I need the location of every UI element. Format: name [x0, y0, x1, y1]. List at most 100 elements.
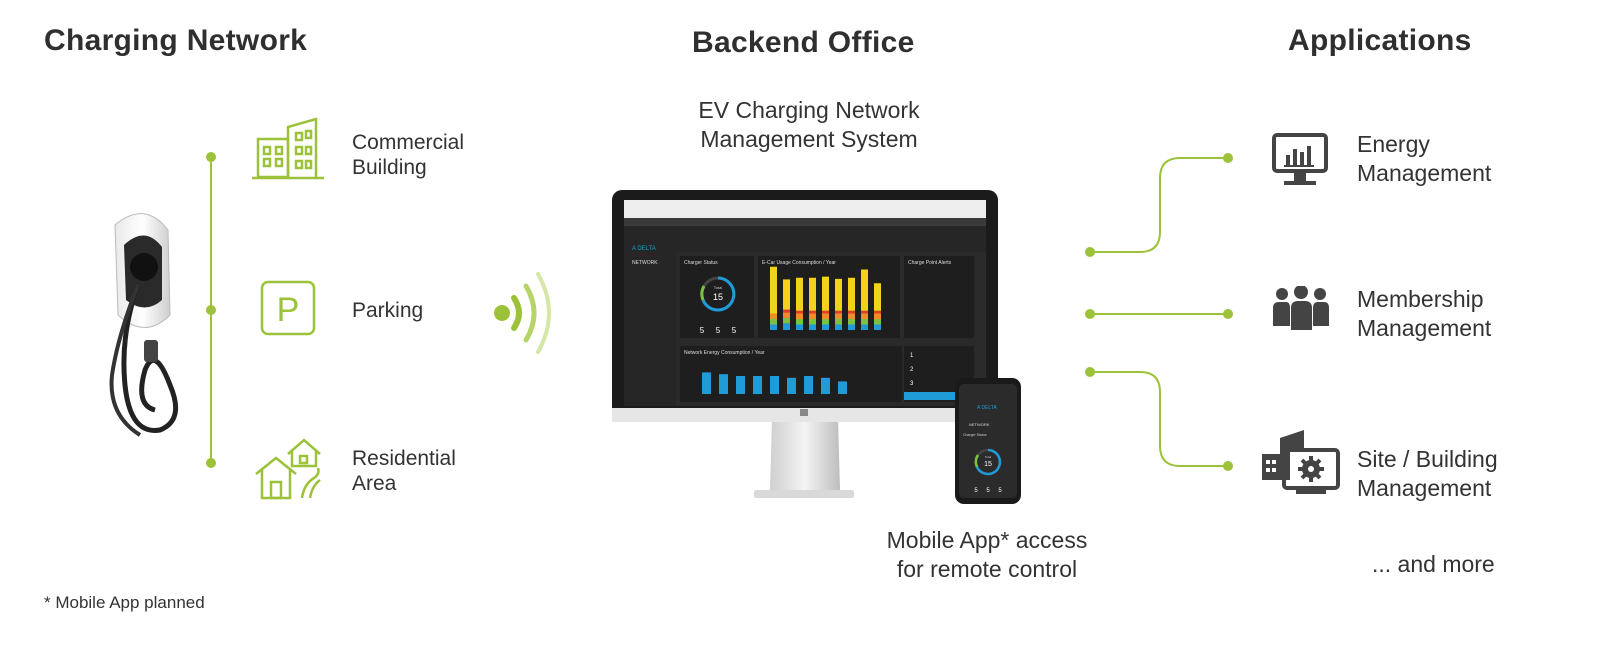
- energy-bar: [719, 374, 728, 394]
- usage-bar-segment: [874, 313, 881, 319]
- system-line2: Management System: [700, 126, 918, 152]
- usage-bar-segment: [874, 319, 881, 325]
- usage-bar-segment: [809, 324, 816, 330]
- usage-bar-segment: [861, 269, 868, 311]
- membership-management-label: Membership Management: [1357, 285, 1491, 343]
- commercial-line2: Building: [352, 156, 427, 179]
- usage-bar-segment: [835, 313, 842, 319]
- usage-bar-segment: [770, 324, 777, 330]
- charging-network-heading: Charging Network: [44, 24, 308, 57]
- energy-bar: [770, 376, 779, 394]
- energy-management-label: Energy Management: [1357, 130, 1491, 188]
- mobile-total-label: Total: [985, 455, 992, 459]
- applications-heading: Applications: [1288, 24, 1472, 57]
- usage-bar-segment: [796, 319, 803, 325]
- usage-bar-segment: [874, 324, 881, 330]
- usage-bar-segment: [822, 313, 829, 319]
- usage-bar-segment: [809, 310, 816, 314]
- usage-bar-segment: [848, 313, 855, 319]
- energy-bar: [736, 376, 745, 394]
- usage-bar-segment: [835, 278, 842, 311]
- mobile-status-title: Charger Status: [963, 433, 987, 437]
- usage-bar-segment: [770, 266, 777, 314]
- charging-network-connector: [206, 152, 216, 468]
- usage-bar-segment: [783, 312, 790, 318]
- usage-bar-segment: [809, 319, 816, 325]
- wireless-signal-icon: [494, 272, 551, 354]
- mobile-app-label: Mobile App* access for remote control: [862, 526, 1112, 584]
- energy-bar: [787, 377, 796, 394]
- management-system-label: EV Charging Network Management System: [660, 96, 958, 154]
- residential-line1: Residential: [352, 447, 456, 470]
- usage-bar-chart: [770, 266, 881, 330]
- svg-text:P: P: [277, 291, 300, 329]
- charger-status-title: Charger Status: [684, 260, 718, 266]
- usage-bar-segment: [796, 310, 803, 314]
- energy-bar: [702, 372, 711, 394]
- usage-bar-segment: [835, 310, 842, 314]
- energy-line1: Energy: [1357, 131, 1430, 157]
- usage-bar-segment: [861, 324, 868, 330]
- energy-bar: [821, 377, 830, 394]
- usage-bar-segment: [783, 323, 790, 330]
- usage-bar-segment: [848, 277, 855, 311]
- status-count-0: 5: [700, 326, 705, 335]
- energy-title: Network Energy Consumption / Year: [684, 350, 765, 356]
- usage-bar-segment: [861, 313, 868, 319]
- site-line2: Management: [1357, 475, 1492, 501]
- status-count-2: 5: [732, 326, 737, 335]
- mobile-total-value: 15: [984, 461, 992, 468]
- alerts-title: Charge Point Alerts: [908, 260, 952, 266]
- commercial-building-icon: [252, 117, 324, 180]
- usage-bar-segment: [835, 319, 842, 325]
- energy-bar: [753, 376, 762, 394]
- usage-bar-segment: [861, 310, 868, 314]
- usage-bar-segment: [848, 310, 855, 314]
- usage-bar-segment: [809, 313, 816, 319]
- dashboard-nav-title: NETWORK: [632, 260, 658, 266]
- usage-bar-segment: [783, 317, 790, 324]
- parking-label: Parking: [352, 298, 423, 323]
- residential-line2: Area: [352, 472, 397, 495]
- residential-area-label: Residential Area: [352, 446, 456, 496]
- ev-wallbox-charger-icon: [109, 213, 179, 437]
- applications-connector: [1085, 153, 1233, 471]
- usage-bar-segment: [822, 324, 829, 330]
- usage-bar-segment: [783, 309, 790, 313]
- mobile-line1: Mobile App* access: [886, 527, 1088, 553]
- energy-line2: Management: [1357, 160, 1492, 186]
- total-value: 15: [713, 292, 723, 302]
- mobile-phone-app: A DELTA NETWORK Charger Status Total 15 …: [955, 378, 1021, 504]
- usage-bar-segment: [861, 319, 868, 325]
- energy-bar-chart: [702, 372, 847, 394]
- usage-bar-segment: [874, 310, 881, 314]
- mobile-brand: A DELTA: [977, 405, 997, 411]
- rank-1: 1: [910, 353, 914, 359]
- usage-bar-segment: [822, 310, 829, 314]
- dashboard-brand: A DELTA: [632, 246, 656, 252]
- usage-bar-segment: [874, 283, 881, 311]
- usage-bar-segment: [770, 313, 777, 319]
- membership-line1: Membership: [1357, 286, 1484, 312]
- usage-bar-segment: [770, 319, 777, 325]
- usage-bar-segment: [848, 319, 855, 325]
- usage-bar-segment: [796, 277, 803, 311]
- commercial-building-label: Commercial Building: [352, 130, 464, 180]
- usage-bar-segment: [783, 279, 790, 310]
- energy-bar: [838, 381, 847, 394]
- usage-bar-segment: [822, 319, 829, 325]
- parking-line1: Parking: [352, 299, 424, 322]
- usage-bar-segment: [848, 324, 855, 330]
- mobile-line2: for remote control: [896, 556, 1078, 582]
- energy-bar: [804, 376, 813, 394]
- usage-title: E-Car Usage Consumption / Year: [762, 260, 836, 266]
- rank-2: 2: [910, 367, 914, 373]
- mobile-count-2: 5: [998, 488, 1002, 494]
- usage-bar-segment: [796, 324, 803, 330]
- membership-line2: Management: [1357, 315, 1492, 341]
- and-more-label: ... and more: [1372, 551, 1495, 577]
- site-building-management-label: Site / Building Management: [1357, 445, 1498, 503]
- usage-bar-segment: [809, 277, 816, 311]
- site-building-gear-icon: [1262, 430, 1340, 494]
- system-line1: EV Charging Network: [698, 97, 920, 123]
